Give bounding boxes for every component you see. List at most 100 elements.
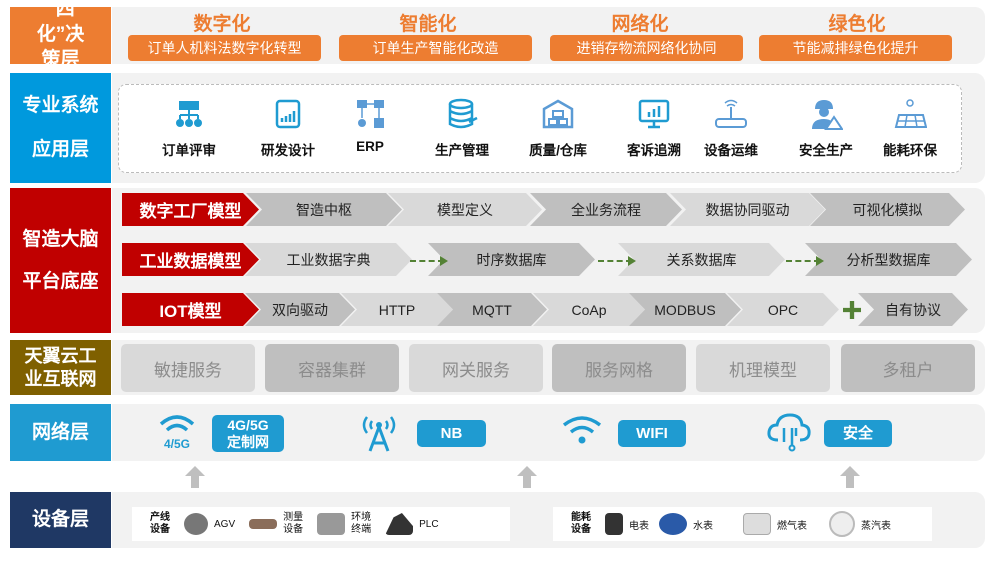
database-icon [448, 98, 478, 129]
antenna-icon [362, 416, 396, 452]
app-label: 质量/仓库 [529, 143, 587, 158]
model-step: 时序数据库 [428, 243, 595, 276]
model-step: 关系数据库 [618, 243, 785, 276]
model-step: HTTP [341, 293, 453, 326]
app-item-5: 质量/仓库 [513, 97, 603, 159]
dashed-arrow-icon [598, 256, 636, 266]
app-label: 客诉追溯 [627, 143, 681, 158]
nb-badge: NB [417, 420, 486, 447]
up-arrow-icon [517, 466, 537, 488]
app-label: 生产管理 [435, 143, 489, 158]
label-line: 专业系统 [22, 95, 99, 117]
device-label: 水表 [693, 520, 713, 532]
service-2: 容器集群 [265, 344, 399, 392]
device-label: 电表 [629, 520, 649, 532]
four-title: 数字化 [193, 14, 251, 35]
worker-warning-icon [812, 100, 843, 130]
app-label: 订单评审 [162, 143, 216, 158]
wifi-5g-icon: 4/5G [159, 415, 195, 450]
model-step: 工业数据字典 [245, 243, 412, 276]
four-desc: 进销存物流网络化协同 [550, 35, 743, 61]
model-step: 分析型数据库 [805, 243, 972, 276]
device-label: 燃气表 [777, 520, 807, 532]
4g5g-badge: 4G/5G 定制网 [212, 415, 284, 452]
router-icon [715, 99, 747, 128]
energy-devices: 能耗设备 电表 水表 燃气表 蒸汽表 [553, 507, 932, 541]
label-line: 设备 [571, 524, 591, 535]
service-6: 多租户 [841, 344, 975, 392]
model-name: 工业数据模型 [122, 243, 259, 276]
four-desc: 节能减排绿色化提升 [759, 35, 952, 61]
device-label: 环境终端 [351, 512, 371, 536]
badge-line: 4G/5G [227, 417, 269, 434]
decision-layer-label: “四化”决策层 [10, 0, 111, 70]
water-meter-icon [659, 513, 687, 535]
app-label: 设备运维 [704, 143, 758, 158]
monitor-chart-icon [638, 99, 670, 129]
production-devices: 产线设备 AGV 测量设备 环境终端 PLC [132, 507, 510, 541]
app-item-1: 订单评审 [144, 97, 234, 159]
model-step: 可视化模拟 [810, 193, 965, 226]
micrometer-icon [249, 519, 278, 529]
electric-meter-icon [605, 513, 623, 535]
wifi-badge: WIFI [618, 420, 686, 447]
label-line: 能耗 [571, 512, 591, 523]
up-arrow-icon [185, 466, 205, 488]
app-item-4: 生产管理 [417, 97, 507, 159]
warehouse-icon [542, 99, 574, 129]
service-4: 服务网格 [552, 344, 686, 392]
four-title: 智能化 [399, 14, 457, 35]
brain-layer-label: 智造大脑 平台底座 [10, 188, 111, 333]
network-layer-label: 网络层 [10, 404, 111, 461]
solar-panel-icon [894, 99, 927, 128]
service-5: 机理模型 [696, 344, 830, 392]
model-name: IOT模型 [122, 293, 259, 326]
label-line: 产线 [150, 512, 170, 523]
label-line: 业互联网 [24, 368, 97, 389]
gas-meter-icon [743, 513, 771, 535]
model-step: 数据协同驱动 [670, 193, 825, 226]
app-item-8: 安全生产 [781, 97, 871, 159]
cloud-security-icon [767, 413, 811, 452]
model-step: OPC [727, 293, 839, 326]
model-step: MQTT [437, 293, 547, 326]
app-item-3: ERP [325, 97, 415, 154]
label-line: 天翼云工 [24, 346, 97, 366]
label-line: 环境 [351, 512, 372, 523]
label-line: 平台底座 [22, 270, 99, 292]
group-label: 产线设备 [150, 512, 170, 536]
wifi-icon [562, 416, 602, 444]
agv-icon [184, 513, 208, 535]
app-label: ERP [356, 139, 384, 154]
app-label: 安全生产 [799, 143, 853, 158]
model-step: 双向驱动 [245, 293, 355, 326]
model-step: 模型定义 [388, 193, 542, 226]
four-desc: 订单人机料法数字化转型 [128, 35, 321, 61]
org-chart-icon [176, 101, 202, 127]
app-label: 研发设计 [261, 143, 315, 158]
robot-arm-icon [385, 513, 414, 535]
cloud-layer-label: 天翼云工 业互联网 [10, 340, 111, 395]
four-title: 网络化 [611, 14, 669, 35]
erp-flow-icon [357, 100, 384, 128]
app-item-7: 设备运维 [686, 97, 776, 159]
apps-layer-label: 专业系统 应用层 [10, 73, 111, 183]
dashed-arrow-icon [410, 256, 448, 266]
wifi-5g-label: 4/5G [164, 437, 190, 450]
steam-gauge-icon [829, 511, 855, 537]
device-label: PLC [419, 518, 439, 530]
device-layer-label: 设备层 [10, 492, 111, 548]
model-step: 智造中枢 [246, 193, 402, 226]
model-step: 全业务流程 [530, 193, 682, 226]
four-title: 绿色化 [828, 14, 886, 35]
label-line: 测量 [283, 512, 304, 523]
environment-terminal-icon [317, 513, 346, 535]
four-desc: 订单生产智能化改造 [339, 35, 532, 61]
device-label: AGV [214, 518, 236, 530]
app-item-6: 客诉追溯 [609, 97, 699, 159]
dashed-arrow-icon [786, 256, 824, 266]
label-line: 设备 [283, 524, 304, 535]
app-label: 能耗环保 [883, 143, 937, 158]
label-line: 终端 [351, 524, 372, 535]
cloud-panel [112, 340, 985, 395]
